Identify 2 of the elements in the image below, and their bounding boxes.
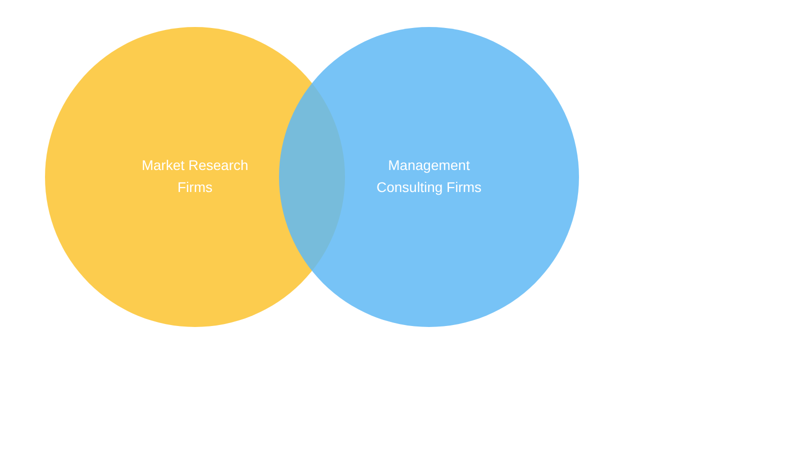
set-label: Management Consulting Firms [375, 156, 483, 197]
set-label: Market Research Firms [140, 156, 250, 197]
